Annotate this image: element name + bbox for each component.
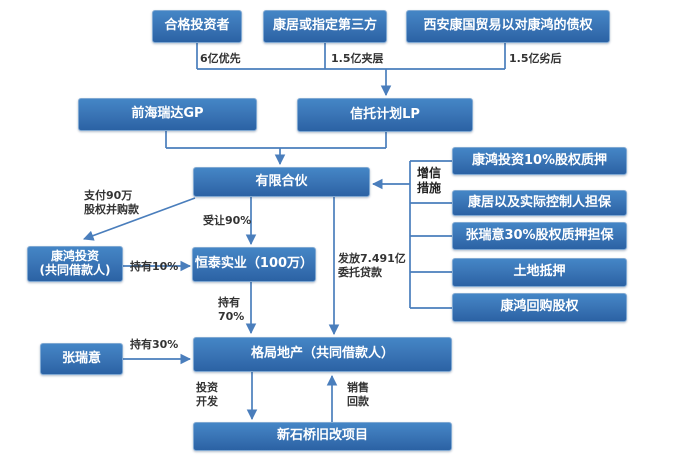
node-kanghong-invest-line2: (共同借款人) bbox=[39, 263, 111, 277]
node-kanghong-invest: 康鸿投资 (共同借款人) bbox=[27, 246, 123, 282]
node-credit-measure-1: 康鸿投资10%股权质押 bbox=[452, 147, 627, 175]
node-credit-measure-5: 康鸿回购股权 bbox=[452, 293, 627, 322]
label-entrusted-loan-line1: 发放7.491亿 bbox=[338, 252, 406, 265]
label-transfer-90pct: 受让90% bbox=[203, 214, 252, 227]
label-hold-70pct-line1: 持有 bbox=[218, 296, 240, 309]
label-hold-70pct: 持有 70% bbox=[218, 296, 244, 324]
label-entrusted-loan: 发放7.491亿 委托贷款 bbox=[338, 252, 406, 280]
equity-purchase-arrow bbox=[83, 197, 196, 241]
label-sales-return: 销售 回款 bbox=[347, 381, 369, 409]
node-zhang-ruiyi: 张瑞意 bbox=[40, 343, 123, 375]
credit-enhancement-bracket bbox=[371, 160, 452, 309]
node-kanghong-invest-line1: 康鸿投资 bbox=[50, 249, 99, 264]
label-invest-develop-line2: 开发 bbox=[196, 394, 218, 408]
label-sales-return-line2: 回款 bbox=[347, 394, 369, 408]
label-entrusted-loan-line2: 委托贷款 bbox=[338, 265, 382, 279]
label-credit-enhancement-line2: 措施 bbox=[417, 181, 442, 195]
label-invest-develop: 投资 开发 bbox=[196, 381, 218, 409]
label-sales-return-line1: 销售 bbox=[347, 381, 369, 394]
tranche-merge-connector bbox=[196, 43, 506, 97]
node-kangju-or-third-party: 康居或指定第三方 bbox=[263, 10, 387, 43]
node-credit-measure-3: 张瑞意30%股权质押担保 bbox=[452, 222, 627, 250]
label-credit-enhancement-line1: 增信 bbox=[417, 166, 442, 180]
label-equity-purchase-line1: 支付90万 bbox=[84, 189, 133, 202]
label-mezzanine-tranche: 1.5亿夹层 bbox=[331, 52, 384, 65]
node-limited-partnership: 有限合伙 bbox=[193, 167, 370, 197]
node-hengtai-industry: 恒泰实业（100万） bbox=[192, 247, 316, 282]
node-qianhai-ruida-gp: 前海瑞达GP bbox=[78, 98, 257, 131]
node-xinshiqiao-project: 新石桥旧改项目 bbox=[193, 422, 452, 451]
label-junior-tranche: 1.5亿劣后 bbox=[509, 52, 562, 65]
node-credit-measure-4: 土地抵押 bbox=[452, 258, 627, 287]
label-equity-purchase-line2: 股权并购款 bbox=[84, 202, 139, 216]
node-qualified-investors: 合格投资者 bbox=[152, 10, 242, 43]
node-xian-kangguo-debt: 西安康国贸易以对康鸿的债权 bbox=[406, 10, 610, 43]
node-trust-plan-lp: 信托计划LP bbox=[297, 98, 473, 132]
label-hold-10pct: 持有10% bbox=[130, 260, 179, 273]
label-senior-tranche: 6亿优先 bbox=[200, 52, 241, 65]
node-credit-measure-2: 康居以及实际控制人担保 bbox=[452, 190, 627, 216]
label-hold-70pct-line2: 70% bbox=[218, 309, 245, 323]
gp-lp-merge-connector bbox=[165, 130, 387, 166]
label-equity-purchase: 支付90万 股权并购款 bbox=[84, 189, 139, 217]
node-geju-realestate: 格局地产（共同借款人） bbox=[193, 337, 452, 372]
label-credit-enhancement: 增信 措施 bbox=[417, 166, 441, 196]
label-hold-30pct: 持有30% bbox=[130, 338, 179, 351]
label-invest-develop-line1: 投资 bbox=[196, 381, 218, 394]
